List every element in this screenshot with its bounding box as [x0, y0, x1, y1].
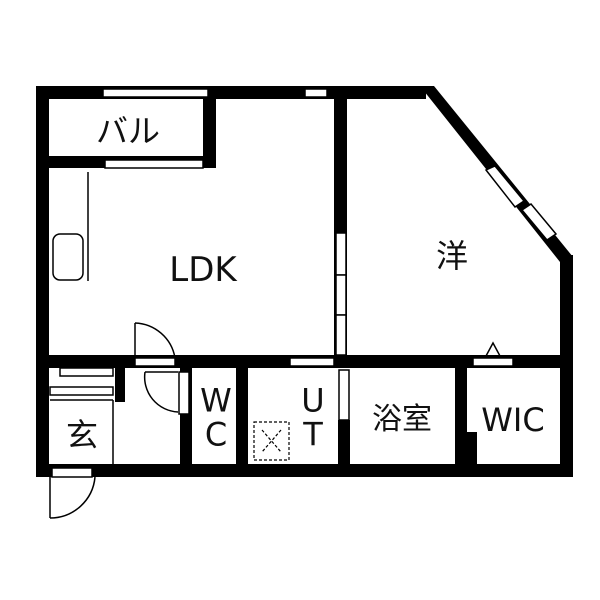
utility-label-bottom: T [303, 415, 323, 453]
utility-label-top: U [301, 381, 325, 420]
toilet-label-bottom: C [204, 415, 228, 453]
room-label-western: 洋 [435, 237, 469, 275]
entrance-step [50, 399, 114, 464]
kitchen-counter [52, 172, 89, 281]
room-label-ldk: LDK [169, 250, 237, 290]
room-label-toilet: W C [200, 384, 232, 451]
washing-machine-pan [253, 421, 290, 461]
toilet-label-top: W [200, 381, 232, 420]
room-label-wic: WIC [481, 401, 545, 439]
room-label-balcony: バル [95, 112, 161, 150]
diagonal-windows [484, 165, 558, 241]
triangle-marker [484, 341, 502, 357]
room-label-bathroom: 浴室 [372, 402, 432, 437]
room-label-entrance: 玄 [65, 416, 99, 454]
windows [49, 88, 328, 478]
sliding-door [335, 232, 350, 421]
door-openings [134, 357, 514, 415]
door-swings [49, 322, 179, 519]
room-label-utility: U T [301, 384, 324, 451]
